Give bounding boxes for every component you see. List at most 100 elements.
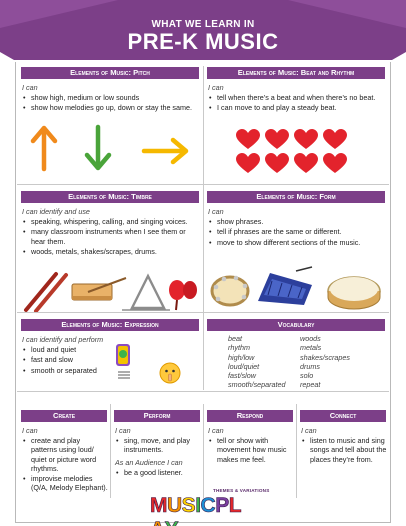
pitch-arrows-illustration (30, 124, 189, 172)
logo-letter: Y (164, 518, 179, 526)
beat-text: I can tell when there’s a beat and when … (208, 83, 384, 114)
perform-item: sing, move, and play instruments. (115, 436, 201, 454)
vocabulary-column-1: beat rhythm high/low loud/quiet fast/slo… (228, 334, 286, 390)
timbre-text: I can identify and use speaking, whisper… (22, 207, 200, 257)
expression-intro: I can identify and perform (22, 335, 104, 344)
quiet-face-icon (159, 362, 181, 384)
column-divider (296, 404, 297, 498)
logo-letter: P (215, 494, 230, 518)
heart-icon (323, 129, 347, 149)
vocab-word: beat (228, 334, 242, 343)
musicplay-logo: MUSICPLAY (150, 494, 250, 526)
page-subtitle: WHAT WE LEARN IN (151, 19, 255, 30)
respond-intro: I can (208, 426, 224, 435)
expression-illustration (116, 344, 181, 384)
triangle-icon (122, 273, 170, 311)
section-header-beat: Elements of Music: Beat and Rhythm (207, 67, 385, 79)
vocab-word: fast/slow (228, 371, 256, 381)
vocab-word: loud/quiet (228, 361, 260, 371)
page-title: PRE-K MUSIC (127, 29, 279, 54)
form-text: I can show phrases. tell if phrases are … (208, 207, 384, 248)
beat-intro: I can (208, 83, 224, 92)
section-header-form: Elements of Music: Form (207, 191, 385, 203)
pitch-item: show high, medium or low sounds (22, 93, 198, 102)
logo-letter: C (200, 494, 216, 518)
section-header-create: Create (21, 410, 107, 422)
pitch-item: show how melodies go up, down or stay th… (22, 103, 198, 112)
section-header-vocabulary: Vocabulary (207, 319, 385, 331)
vocab-word: smooth/separated (228, 380, 286, 390)
down-arrow-icon (84, 124, 112, 171)
maracas-icon (169, 280, 197, 311)
section-header-timbre: Elements of Music: Timbre (21, 191, 199, 203)
vocab-word: high/low (228, 352, 255, 362)
vocab-word: metals (300, 343, 322, 353)
vocab-word: drums (300, 361, 320, 371)
vocab-word: solo (300, 371, 314, 381)
expression-item: loud and quiet (22, 345, 132, 354)
logo-tagline: THEMES & VARIATIONS (213, 488, 270, 493)
pitch-text: I can show high, medium or low sounds sh… (22, 83, 198, 114)
create-item: create and play patterns using loud/ qui… (22, 436, 108, 473)
tambourine-icon (210, 275, 250, 307)
create-intro: I can (22, 426, 38, 435)
respond-text: I can tell or show with movement how mus… (208, 426, 294, 465)
heart-icon (294, 153, 318, 173)
vocab-word: repeat (300, 380, 321, 390)
vocab-word: shakes/scrapes (300, 352, 350, 362)
loud-character-icon (116, 344, 130, 379)
connect-text: I can listen to music and sing songs and… (301, 426, 387, 465)
form-intro: I can (208, 207, 224, 216)
heart-icon (323, 153, 347, 173)
logo-letter: U (167, 494, 183, 518)
column-divider (203, 66, 204, 390)
header-banner: WHAT WE LEARN IN PRE-K MUSIC (0, 0, 406, 62)
section-header-perform: Perform (114, 410, 200, 422)
expression-item: fast and slow (22, 355, 132, 364)
vocab-word: rhythm (228, 343, 250, 353)
section-header-pitch: Elements of Music: Pitch (21, 67, 199, 79)
heart-icon (265, 153, 289, 173)
form-item: show phrases. (208, 217, 384, 226)
heart-icon (294, 129, 318, 149)
pitch-intro: I can (22, 83, 38, 92)
timbre-item: many classroom instruments when I see th… (22, 227, 200, 245)
row-divider (17, 391, 389, 392)
beat-item: tell when there’s a beat and when there’… (208, 93, 384, 102)
section-header-expression: Elements of Music: Expression (21, 319, 199, 331)
expression-item: smooth or separated (22, 366, 132, 375)
section-header-connect: Connect (300, 410, 386, 422)
perform-audience-intro: As an Audience I can (115, 457, 183, 467)
perform-text: I can sing, move, and play instruments. … (115, 426, 201, 478)
form-item: tell if phrases are the same or differen… (208, 227, 384, 236)
logo-letter: I (195, 494, 202, 518)
hearts-illustration (236, 129, 347, 173)
create-item: improvise melodies (Q/A, Melody Elephant… (22, 474, 108, 492)
connect-item: listen to music and sing songs and tell … (301, 436, 387, 464)
expression-text: I can identify and perform loud and quie… (22, 335, 132, 376)
column-divider (203, 404, 204, 498)
respond-item: tell or show with movement how music mak… (208, 436, 294, 464)
row-divider (17, 184, 389, 185)
form-item: move to show different sections of the m… (208, 238, 384, 247)
perform-audience-item: be a good listener. (115, 468, 201, 477)
beat-item: I can move to and play a steady beat. (208, 103, 384, 112)
column-divider (110, 404, 111, 498)
same-arrow-icon (141, 137, 189, 165)
rhythm-sticks-icon (24, 272, 68, 313)
vocab-word: woods (300, 334, 321, 343)
banner-background (0, 0, 406, 60)
hand-drum-icon (327, 276, 381, 310)
perform-intro: I can (115, 426, 131, 435)
xylophone-icon (258, 266, 313, 305)
content-frame (15, 62, 391, 523)
section-header-respond: Respond (207, 410, 293, 422)
timbre-intro: I can identify and use (22, 207, 90, 216)
timbre-item: woods, metals, shakes/scrapes, drums. (22, 247, 200, 256)
wood-block-icon (71, 277, 127, 301)
heart-icon (236, 153, 260, 173)
classroom-instruments-illustration (24, 272, 197, 313)
logo-letter: A (150, 518, 166, 526)
logo-letter: L (228, 494, 242, 518)
timbre-item: speaking, whispering, calling, and singi… (22, 217, 200, 226)
